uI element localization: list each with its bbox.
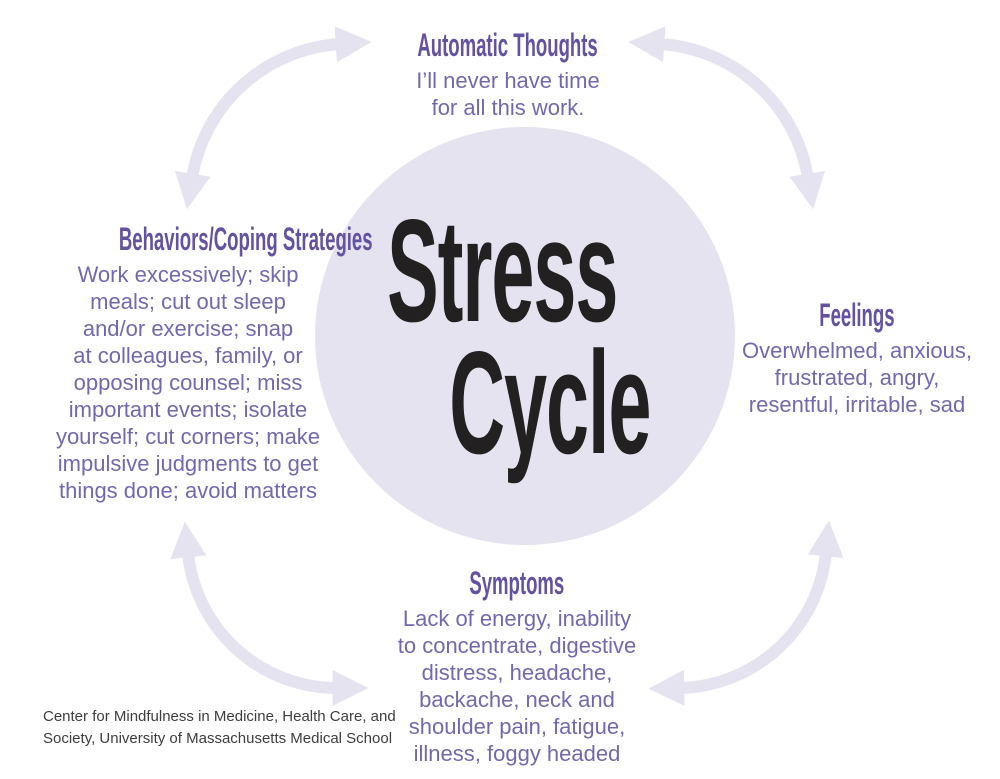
symptoms-heading: Symptoms: [352, 566, 682, 604]
center-title-word-stress: Stress: [387, 189, 618, 352]
behaviors-body: Work excessively; skip meals; cut out sl…: [55, 262, 321, 503]
feelings-body: Overwhelmed, anxious, frustrated, angry,…: [742, 338, 972, 417]
automatic-thoughts-heading-text: Automatic Thoughts: [417, 27, 599, 63]
node-feelings: Feelings Overwhelmed, anxious, frustrate…: [712, 298, 1000, 418]
arrow-feelings-symptoms: [648, 520, 844, 706]
symptoms-heading-text: Symptoms: [469, 565, 565, 601]
center-circle: Stress Cycle: [315, 127, 735, 545]
node-symptoms: Symptoms Lack of energy, inability to co…: [352, 566, 682, 767]
attribution-text: Center for Mindfulness in Medicine, Heal…: [43, 708, 396, 747]
center-title-word-cycle: Cycle: [449, 321, 651, 484]
node-behaviors-coping-strategies: Behaviors/Coping Strategies Work excessi…: [27, 222, 373, 504]
arrow-thoughts-feelings: [628, 26, 826, 210]
arrow-symptoms-behaviors: [170, 521, 369, 706]
behaviors-heading-text: Behaviors/Coping Strategies: [118, 221, 373, 257]
symptoms-body: Lack of energy, inability to concentrate…: [397, 606, 637, 766]
feelings-heading: Feelings: [712, 298, 1000, 336]
center-title-line-1: Stress: [315, 189, 735, 352]
center-title-line-2: Cycle: [315, 321, 735, 484]
automatic-thoughts-body: I’ll never have time for all this work.: [416, 68, 600, 120]
arrow-behaviors-thoughts: [174, 26, 372, 210]
automatic-thoughts-heading: Automatic Thoughts: [318, 28, 698, 66]
node-automatic-thoughts: Automatic Thoughts I’ll never have time …: [318, 28, 698, 121]
feelings-heading-text: Feelings: [819, 297, 895, 333]
behaviors-heading: Behaviors/Coping Strategies: [27, 222, 373, 260]
